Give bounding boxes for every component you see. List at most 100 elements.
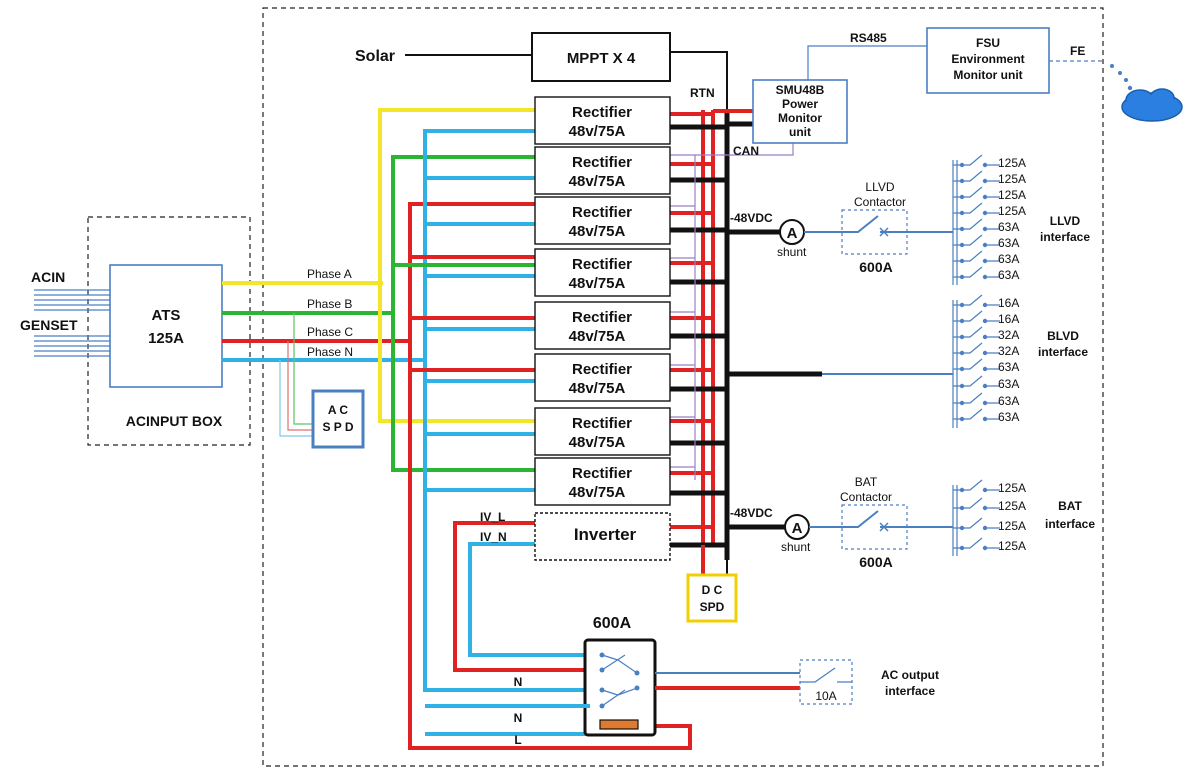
fsu-label-2: Environment (951, 52, 1024, 66)
can-label: CAN (733, 144, 759, 158)
phase-a-label: Phase A (307, 267, 352, 281)
rectifier-rating: 48v/75A (569, 328, 626, 345)
breaker-rating: 32A (998, 328, 1019, 342)
breaker-icon (953, 170, 1000, 184)
iv-l-wire (453, 521, 590, 672)
breaker-icon (953, 234, 1000, 248)
minus48-label-top: -48VDC (730, 211, 773, 225)
genset-label: GENSET (20, 317, 78, 333)
rectifier-label: Rectifier (572, 309, 632, 326)
smu-label-3: Monitor (778, 111, 822, 125)
bat-interface-label-1: BAT (1058, 499, 1082, 513)
breaker-icon (953, 266, 1000, 280)
breaker-icon (953, 517, 1000, 531)
ac-spd-box (311, 389, 365, 449)
bat-switch-icon (842, 510, 907, 532)
iv-n-label: IV_N (480, 530, 507, 544)
rectifier-rating: 48v/75A (569, 484, 626, 501)
phase-c-label: Phase C (307, 325, 353, 339)
breaker-icon (953, 294, 1000, 308)
ammeter-icon: A (784, 514, 810, 540)
ac-output-breaker-icon (800, 667, 852, 683)
breaker-icon (953, 326, 1000, 340)
breaker-rating: 32A (998, 344, 1019, 358)
breaker-icon (953, 186, 1000, 200)
dc-spd-box (686, 573, 738, 623)
mppt-box (531, 32, 671, 82)
rs485-link (807, 45, 927, 80)
n-label-1: N (514, 675, 523, 689)
breaker-icon (953, 310, 1000, 324)
fsu-box (926, 27, 1050, 94)
breaker-rating: 63A (998, 252, 1019, 266)
switch-rating: 600A (593, 615, 632, 632)
cloud-icon (1110, 64, 1183, 122)
breaker-rating: 63A (998, 410, 1019, 424)
system-boundary (262, 7, 1104, 767)
breaker-rating: 125A (998, 188, 1026, 202)
rectifier-label: Rectifier (572, 465, 632, 482)
smu-label-1: SMU48B (776, 83, 825, 97)
rectifier-3: Rectifier 48v/75A (534, 196, 671, 245)
fsu-label-1: FSU (976, 36, 1000, 50)
rectifier-label: Rectifier (572, 154, 632, 171)
phase-feeders (393, 176, 590, 736)
ac-spd-taps (279, 313, 313, 437)
rectifier-label: Rectifier (572, 104, 632, 121)
smu-box (752, 79, 848, 144)
llvd-switch-icon (842, 215, 907, 237)
rectifier-rating: 48v/75A (569, 275, 626, 292)
bat-breaker-group: 125A 125A 125A 125A (952, 479, 1026, 556)
dc-spd-label-top: D C (702, 583, 723, 597)
inverter-box (534, 512, 671, 561)
smu-label-4: unit (789, 125, 811, 139)
acinput-box-label: ACINPUT BOX (126, 413, 223, 429)
rs485-label: RS485 (850, 31, 887, 45)
iv-n-wire (468, 542, 590, 657)
rectifier-5: Rectifier 48v/75A (534, 301, 671, 350)
breaker-rating: 16A (998, 312, 1019, 326)
rectifier-rating: 48v/75A (569, 173, 626, 190)
rectifier-1: Rectifier 48v/75A (534, 96, 671, 145)
breaker-icon (953, 497, 1000, 511)
breaker-rating: 125A (998, 481, 1026, 495)
solar-label: Solar (355, 48, 395, 65)
l-label: L (514, 733, 521, 747)
rectifier-2: Rectifier 48v/75A (534, 146, 671, 195)
ac-spd-label-top: A C (328, 403, 349, 417)
ats-rating: 125A (148, 330, 184, 347)
acin-lines (34, 289, 110, 357)
fe-label: FE (1070, 44, 1085, 58)
rectifier-label: Rectifier (572, 415, 632, 432)
breaker-icon (953, 218, 1000, 232)
rectifier-dc-outputs (670, 112, 727, 548)
minus48-label-bottom: -48VDC (730, 506, 773, 520)
breaker-icon (953, 342, 1000, 356)
ac-spd-label-bottom: S P D (322, 420, 353, 434)
acin-label: ACIN (31, 269, 65, 285)
fuse-icon (599, 719, 639, 730)
phase-b-bus (391, 155, 535, 472)
blvd-breaker-group: 16A 16A 32A 32A 63A 63A 63A 63A (952, 294, 1019, 428)
shunt-label-top: shunt (777, 245, 807, 259)
breaker-rating: 125A (998, 519, 1026, 533)
llvd-contactor-rating: 600A (859, 259, 892, 275)
svg-text:A: A (787, 225, 798, 242)
acinput-box (87, 216, 251, 446)
blvd-interface-label-2: interface (1038, 345, 1088, 359)
breaker-rating: 125A (998, 499, 1026, 513)
ac-output-rating: 10A (815, 689, 836, 703)
rectifier-rating: 48v/75A (569, 380, 626, 397)
rectifier-label: Rectifier (572, 204, 632, 221)
llvd-contactor-label-1: LLVD (865, 180, 894, 194)
phase-b-label: Phase B (307, 297, 352, 311)
shunt-label-bottom: shunt (781, 540, 811, 554)
phase-c-bus (408, 202, 692, 750)
llvd-interface-label-2: interface (1040, 230, 1090, 244)
breaker-icon (953, 375, 1000, 389)
llvd-breaker-group: 125A 125A 125A 125A 63A 63A 63A 63A (952, 154, 1026, 285)
bat-contactor-label-2: Contactor (840, 490, 892, 504)
dc-spd-label-bottom: SPD (700, 600, 725, 614)
rectifier-7: Rectifier 48v/75A (534, 407, 671, 456)
